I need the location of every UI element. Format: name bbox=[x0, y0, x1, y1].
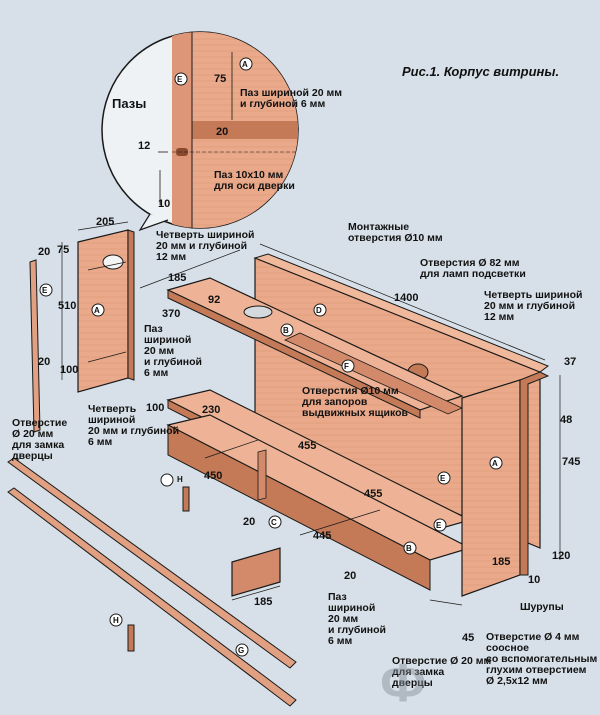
dim-185a: 185 bbox=[168, 272, 187, 284]
door-strip-e bbox=[29, 259, 41, 433]
dim-100b: 100 bbox=[146, 402, 165, 414]
dim-92: 92 bbox=[208, 294, 221, 306]
dim-185c: 185 bbox=[492, 556, 511, 568]
letter-a-left: A bbox=[94, 306, 100, 315]
dim-100a: 100 bbox=[60, 364, 79, 376]
top-shelf bbox=[166, 277, 464, 419]
small-block bbox=[231, 547, 281, 597]
dimension-lines bbox=[61, 221, 561, 606]
letter-g: G bbox=[238, 646, 245, 655]
top-shelf-d-marker bbox=[313, 303, 327, 317]
rod-g-marker bbox=[235, 643, 249, 657]
dim-37: 37 bbox=[564, 356, 577, 368]
dim-48: 48 bbox=[560, 414, 573, 426]
dim-1400: 1400 bbox=[394, 292, 419, 304]
left-panel-a-marker bbox=[91, 303, 105, 317]
detail-dim-12: 12 bbox=[138, 140, 151, 152]
dim-455a: 455 bbox=[298, 440, 317, 452]
right-side-panel bbox=[461, 371, 550, 597]
pin-h-upper-marker bbox=[160, 473, 174, 487]
letter-d: D bbox=[316, 306, 322, 315]
pin-h-lower-marker bbox=[109, 613, 123, 627]
figure-title: Рис.1. Корпус витрины. bbox=[402, 64, 560, 79]
letter-h-upper: H bbox=[177, 475, 183, 484]
rod-lower bbox=[7, 487, 297, 707]
groove-detail-magnifier bbox=[101, 31, 299, 232]
door-strip-e-marker bbox=[39, 283, 53, 297]
dim-445: 445 bbox=[313, 530, 332, 542]
detail-dim-75: 75 bbox=[214, 73, 227, 85]
letter-e-detail: E bbox=[177, 75, 183, 84]
right-panel-a-marker bbox=[489, 456, 503, 470]
shelf-b-marker-2 bbox=[433, 518, 447, 532]
dim-45: 45 bbox=[462, 632, 475, 644]
dim-185b: 185 bbox=[254, 596, 273, 608]
letter-f: F bbox=[344, 362, 349, 371]
dim-120: 120 bbox=[552, 550, 571, 562]
dim-745: 745 bbox=[562, 456, 581, 468]
shelf-b-marker-1 bbox=[280, 323, 294, 337]
pin-h-upper bbox=[182, 486, 190, 512]
detail-a-marker bbox=[239, 57, 253, 71]
dim-455b: 455 bbox=[364, 488, 383, 500]
dim-20b: 20 bbox=[38, 356, 51, 368]
dim-205: 205 bbox=[96, 216, 115, 228]
letter-e-strip: E bbox=[42, 286, 48, 295]
detail-heading: Пазы bbox=[112, 96, 147, 111]
note-screws: Шурупы bbox=[520, 601, 564, 613]
rod-upper bbox=[7, 457, 297, 669]
block-c-marker bbox=[268, 515, 282, 529]
dim-20c: 20 bbox=[243, 516, 256, 528]
letter-a-detail: A bbox=[242, 60, 248, 69]
right-panel-e-marker bbox=[437, 471, 451, 485]
pin-h-lower bbox=[127, 624, 135, 652]
left-side-panel bbox=[77, 229, 135, 393]
shelf-b-marker-3 bbox=[403, 541, 417, 555]
detail-dim-10: 10 bbox=[158, 198, 171, 210]
bottom-shelf bbox=[166, 414, 472, 591]
dim-230: 230 bbox=[202, 404, 221, 416]
detail-e-marker bbox=[174, 72, 188, 86]
letter-b-2: B bbox=[406, 544, 412, 553]
letter-a-right: A bbox=[492, 459, 498, 468]
letter-e-right: E bbox=[440, 474, 446, 483]
letter-e-2: E bbox=[436, 521, 442, 530]
watermark: Ф bbox=[380, 653, 428, 713]
dim-75: 75 bbox=[57, 244, 70, 256]
letter-c: C bbox=[271, 518, 277, 527]
dim-20a: 20 bbox=[38, 246, 51, 258]
dim-450: 450 bbox=[204, 470, 223, 482]
dim-10: 10 bbox=[528, 574, 541, 586]
letter-b-1: B bbox=[283, 326, 289, 335]
panel-f-marker bbox=[341, 359, 355, 373]
letter-h-lower: H bbox=[113, 616, 119, 625]
dim-510: 510 bbox=[58, 300, 77, 312]
dim-20d: 20 bbox=[344, 570, 357, 582]
detail-dim-20: 20 bbox=[216, 126, 229, 138]
dim-370: 370 bbox=[162, 308, 181, 320]
